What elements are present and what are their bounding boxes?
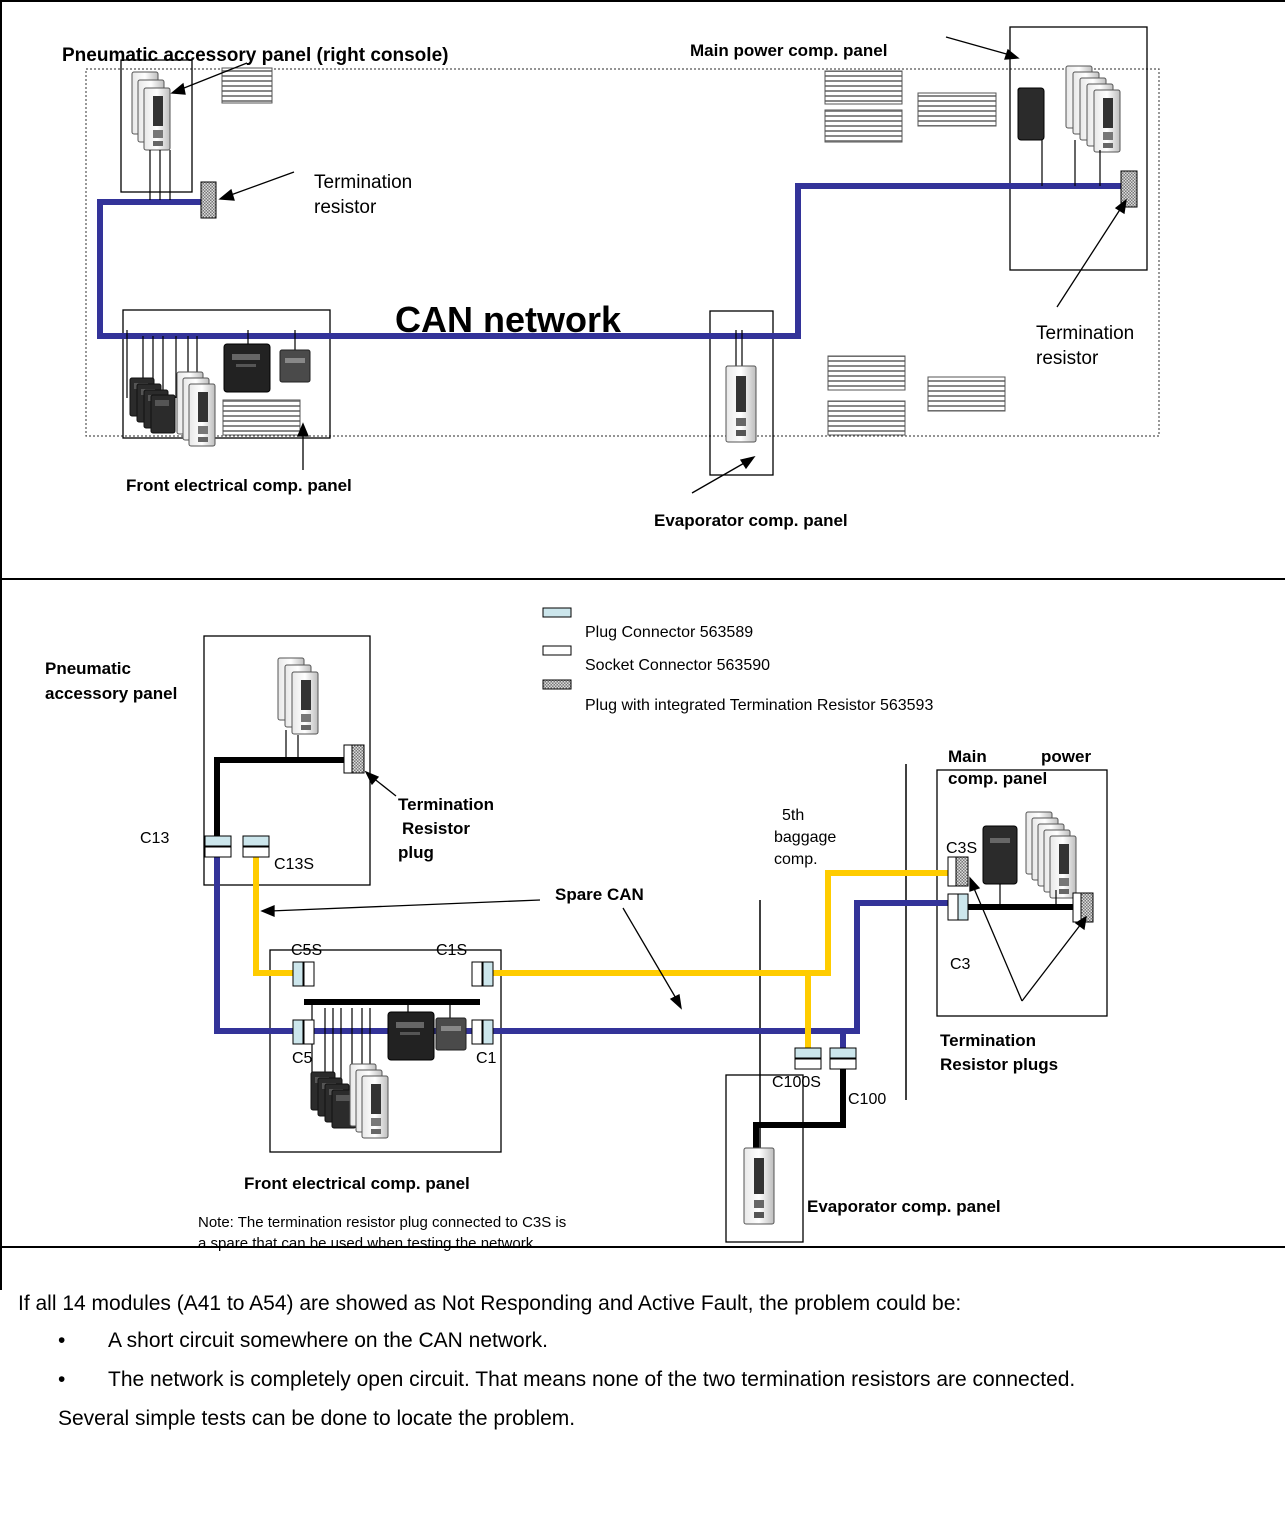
note-line2: a spare that can be used when testing th… xyxy=(198,1235,537,1252)
connector-c100s xyxy=(794,1047,822,1070)
connector-c3 xyxy=(947,893,969,921)
pneumatic-label-line1: Pneumatic xyxy=(45,659,131,678)
spare-can-label: Spare CAN xyxy=(555,885,644,904)
bullet-1: • xyxy=(58,1329,66,1352)
legend-plug-swatch xyxy=(542,607,572,618)
connector-c5s xyxy=(292,961,315,987)
termination-right-line1: Termination xyxy=(1036,323,1134,344)
baggage-line2: baggage xyxy=(774,829,836,846)
main-label-line2: comp. panel xyxy=(948,769,1047,788)
term-res-plug-line3: plug xyxy=(398,843,434,862)
outro-paragraph: Several simple tests can be done to loca… xyxy=(58,1407,576,1430)
top-arrows xyxy=(170,36,1127,494)
pneumatic-module-b xyxy=(277,657,319,760)
connector-c100 xyxy=(829,1047,857,1070)
vehicle-outline xyxy=(85,68,1160,437)
termination-left-line2: resistor xyxy=(314,197,377,218)
cause-text-2: The network is completely open circuit. … xyxy=(108,1368,1076,1391)
intro-paragraph: If all 14 modules (A41 to A54) are showe… xyxy=(18,1292,962,1315)
connector-c13s xyxy=(242,835,270,858)
front-electrical-label-top: Front electrical comp. panel xyxy=(126,476,352,495)
top-diagram: Pneumatic accessory panel (right console… xyxy=(62,26,1160,530)
legend-termination-swatch xyxy=(542,679,572,690)
main-power-modules-b xyxy=(982,811,1077,907)
baggage-line3: comp. xyxy=(774,851,818,868)
label-c1s: C1S xyxy=(436,942,467,959)
spare-can-yellow-2 xyxy=(482,870,948,976)
term-res-plug-line2: Resistor xyxy=(402,819,470,838)
label-c3s: C3S xyxy=(946,840,977,857)
connector-c1 xyxy=(471,1019,494,1045)
evaporator-label-b: Evaporator comp. panel xyxy=(807,1197,1001,1216)
black-wire-evaporator xyxy=(753,1058,846,1150)
evaporator-panel-box-b xyxy=(725,1074,804,1243)
baggage-line1: 5th xyxy=(782,807,804,824)
pneumatic-modules xyxy=(131,71,171,200)
evaporator-module-top xyxy=(725,330,757,443)
can-bus-top xyxy=(97,183,1128,339)
bullet-2: • xyxy=(58,1368,66,1391)
term-res-plug-line1: Termination xyxy=(398,795,494,814)
termination-right-line2: resistor xyxy=(1036,348,1099,369)
black-wire-pneumatic xyxy=(214,757,350,838)
connector-c1s xyxy=(471,961,494,987)
front-electrical-panel-box xyxy=(122,309,331,439)
evaporator-panel-box xyxy=(709,310,774,476)
pneumatic-label-line2: accessory panel xyxy=(45,684,177,703)
label-c3: C3 xyxy=(950,956,971,973)
front-electrical-label-b: Front electrical comp. panel xyxy=(244,1174,470,1193)
main-power-label: Main power comp. panel xyxy=(690,41,887,60)
spare-can-yellow xyxy=(253,850,296,976)
main-power-panel-box-b xyxy=(936,769,1108,1017)
evaporator-label-top: Evaporator comp. panel xyxy=(654,511,848,530)
pneumatic-panel-label: Pneumatic accessory panel (right console… xyxy=(62,45,448,66)
front-electrical-panel-box-b xyxy=(269,949,502,1153)
can-bus-blue xyxy=(214,848,948,1034)
term-res-plugs-line1: Termination xyxy=(940,1031,1036,1050)
floor-markings xyxy=(221,67,1006,436)
legend-plug-text: Plug Connector 563589 xyxy=(585,624,753,641)
main-label-line1b: power xyxy=(1041,747,1091,766)
note-line1: Note: The termination resistor plug conn… xyxy=(198,1214,566,1231)
termination-resistor-right xyxy=(1120,170,1138,208)
cause-text-1: A short circuit somewhere on the CAN net… xyxy=(108,1329,549,1352)
termination-resistor-left xyxy=(200,181,217,219)
connector-c5 xyxy=(292,1019,315,1045)
main-power-panel-box xyxy=(1009,26,1148,271)
connector-c13 xyxy=(204,835,232,858)
can-network-title: CAN network xyxy=(395,299,622,340)
label-c100: C100 xyxy=(848,1091,886,1108)
legend-socket-text: Socket Connector 563590 xyxy=(585,657,770,674)
legend-socket-swatch xyxy=(542,645,572,656)
label-c13: C13 xyxy=(140,830,169,847)
cause-item-1: • A short circuit somewhere on the CAN n… xyxy=(18,1327,1273,1354)
termination-left-line1: Termination xyxy=(314,172,412,193)
cause-list: • A short circuit somewhere on the CAN n… xyxy=(18,1327,1273,1393)
pneumatic-panel-box xyxy=(120,59,193,193)
front-electrical-modules-b xyxy=(310,1002,467,1139)
legend: Plug Connector 563589 Socket Connector 5… xyxy=(542,607,933,714)
label-c5s: C5S xyxy=(291,942,322,959)
legend-termination-text: Plug with integrated Termination Resisto… xyxy=(585,697,933,714)
pneumatic-panel-box-b xyxy=(203,635,371,886)
body-text: If all 14 modules (A41 to A54) are showe… xyxy=(18,1290,1273,1432)
term-res-plugs-line2: Resistor plugs xyxy=(940,1055,1058,1074)
bottom-diagram: Plug Connector 563589 Socket Connector 5… xyxy=(45,607,1108,1252)
main-power-modules xyxy=(1017,65,1121,186)
main-label-line1a: Main xyxy=(948,747,987,766)
label-c13s: C13S xyxy=(274,856,314,873)
label-c1: C1 xyxy=(476,1050,497,1067)
front-electrical-modules xyxy=(126,330,311,447)
evaporator-module-b xyxy=(743,1147,775,1225)
cause-item-2: • The network is completely open circuit… xyxy=(18,1366,1273,1393)
label-c5: C5 xyxy=(292,1050,313,1067)
connectors xyxy=(204,835,969,1070)
label-c100s: C100S xyxy=(772,1074,821,1091)
bottom-arrows xyxy=(260,770,1087,1010)
